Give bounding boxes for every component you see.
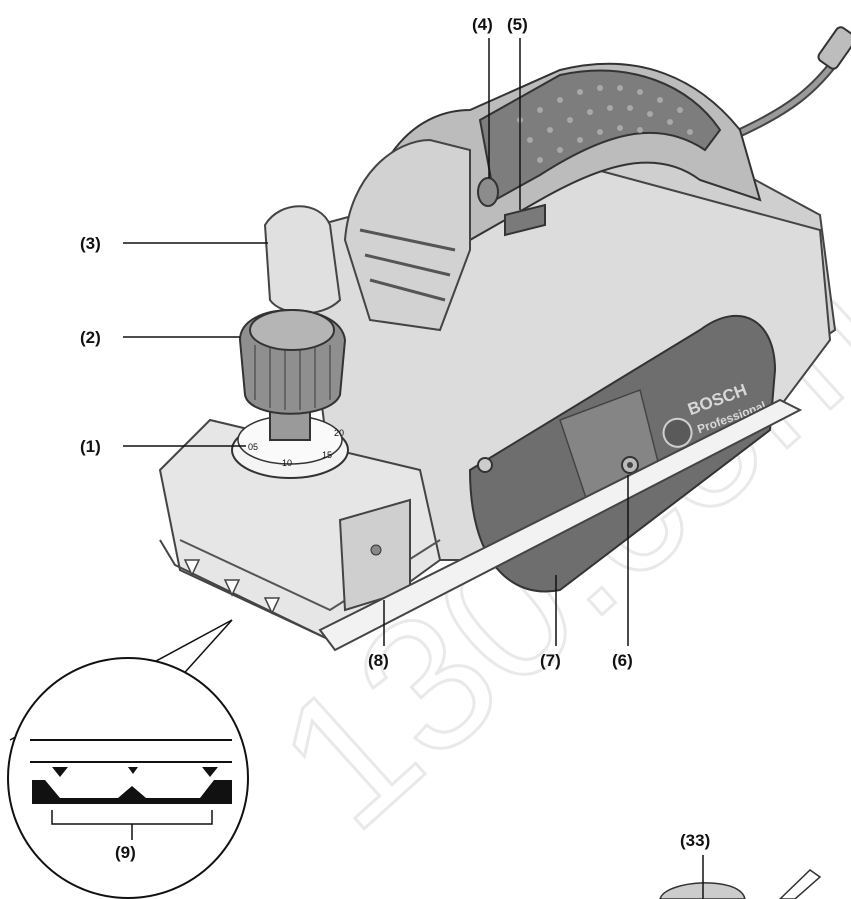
callout-9: (9): [115, 843, 136, 862]
dial-mark-20: 20: [334, 428, 344, 438]
accessory-33: [659, 855, 822, 899]
dial-mark-0: 05: [248, 442, 258, 452]
planer-body: BOSCH Professional: [158, 62, 837, 652]
callout-3: (3): [80, 234, 101, 253]
callout-33: (33): [680, 831, 710, 850]
depth-adjustment-knob: 05 10 15 20: [231, 309, 349, 479]
callout-8: (8): [368, 651, 389, 670]
callout-2: (2): [80, 328, 101, 347]
callout-4: (4): [472, 15, 493, 34]
callout-1: (1): [80, 437, 101, 456]
power-cord: [730, 26, 851, 140]
callout-7: (7): [540, 651, 561, 670]
v-groove-detail: [7, 619, 249, 899]
callout-6: (6): [612, 651, 633, 670]
depth-scale: 05 10 15 20: [248, 428, 344, 468]
dial-mark-15: 15: [322, 450, 332, 460]
leader-lines: [123, 38, 629, 646]
callout-5: (5): [507, 15, 528, 34]
dial-mark-10: 10: [282, 458, 292, 468]
